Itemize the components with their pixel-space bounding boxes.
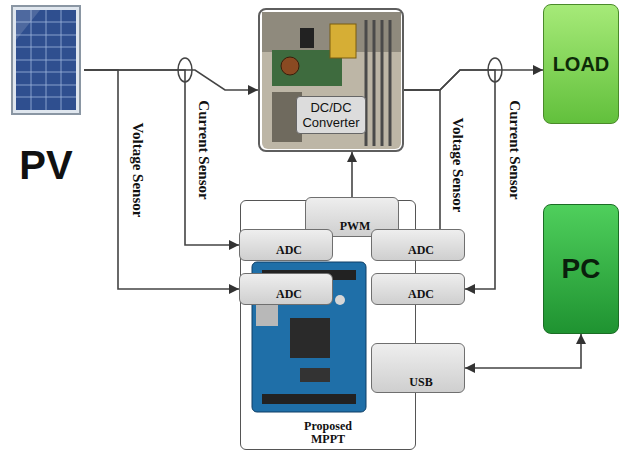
port-box: ADC — [239, 273, 333, 305]
node-label: DC/DC Converter — [296, 96, 366, 134]
wire-line — [404, 70, 543, 90]
arrow-head — [248, 85, 258, 95]
load-box: LOAD — [543, 4, 619, 124]
wire-line — [84, 70, 239, 289]
signal-wire — [84, 70, 258, 95]
sensor-label: Current Sensor — [506, 100, 523, 199]
signal-wire — [404, 90, 465, 250]
wire-line — [84, 70, 258, 90]
arrow-head — [465, 284, 475, 294]
port-box: ADC — [371, 229, 465, 261]
converter-box: DC/DC Converter — [258, 8, 404, 152]
wire-line — [84, 70, 239, 245]
node-label: ADC — [246, 288, 332, 301]
node-label: PV — [8, 143, 84, 188]
pv-source: PV — [8, 4, 84, 190]
solar-panel — [12, 6, 80, 114]
arrow-head — [229, 284, 239, 294]
arrow-head — [347, 152, 357, 162]
node-label: ADC — [378, 288, 464, 301]
sensor-label: Voltage Sensor — [129, 123, 146, 218]
signal-wire — [465, 334, 586, 373]
controller-box: Proposed MPPTPWMADCADCADCADCUSB — [240, 200, 416, 450]
port-box: ADC — [371, 273, 465, 305]
arrow-head — [533, 65, 543, 75]
node-label: ADC — [246, 244, 332, 257]
arrow-head — [576, 334, 586, 344]
wire-line — [465, 334, 581, 368]
port-box: ADC — [239, 229, 333, 261]
converter-photo — [262, 12, 401, 149]
arrow-head — [229, 240, 239, 250]
arrow-head — [465, 363, 475, 373]
node-label: Proposed MPPT — [288, 420, 368, 446]
signal-wire — [84, 70, 239, 250]
signal-wire — [404, 65, 543, 90]
pc-box: PC — [543, 204, 619, 334]
signal-wire — [347, 152, 357, 197]
signal-wire — [84, 70, 239, 294]
sensor-label: Current Sensor — [195, 100, 212, 199]
wire-line — [404, 90, 465, 245]
node-label: USB — [378, 376, 464, 389]
sensor-label: Voltage Sensor — [449, 118, 466, 213]
node-label: LOAD — [553, 53, 610, 76]
port-box: USB — [371, 343, 465, 393]
node-label: PC — [562, 253, 601, 285]
node-label: ADC — [378, 244, 464, 257]
